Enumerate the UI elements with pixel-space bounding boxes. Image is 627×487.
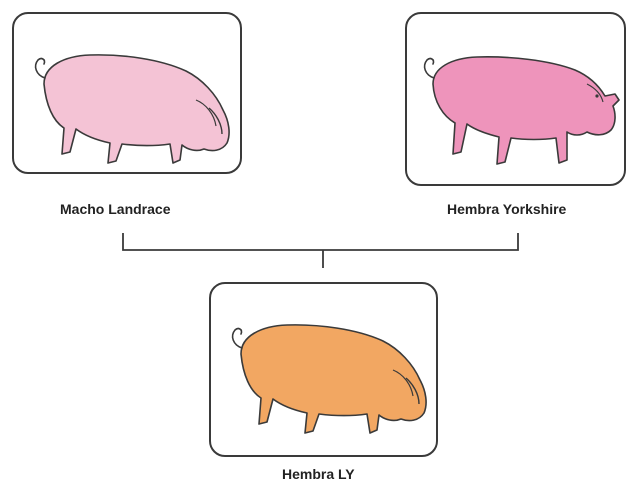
landrace-male-card: [12, 12, 242, 174]
pig-icon: [407, 14, 624, 184]
pig-body: [241, 325, 426, 433]
pig-body: [44, 55, 229, 163]
landrace-male-label: Macho Landrace: [60, 201, 170, 217]
ly-female-card: [209, 282, 438, 457]
pig-icon: [14, 14, 240, 172]
ly-female-label: Hembra LY: [282, 466, 355, 482]
pig-icon: [211, 284, 436, 455]
yorkshire-female-card: [405, 12, 626, 186]
pig-body: [433, 57, 619, 164]
yorkshire-female-label: Hembra Yorkshire: [447, 201, 566, 217]
